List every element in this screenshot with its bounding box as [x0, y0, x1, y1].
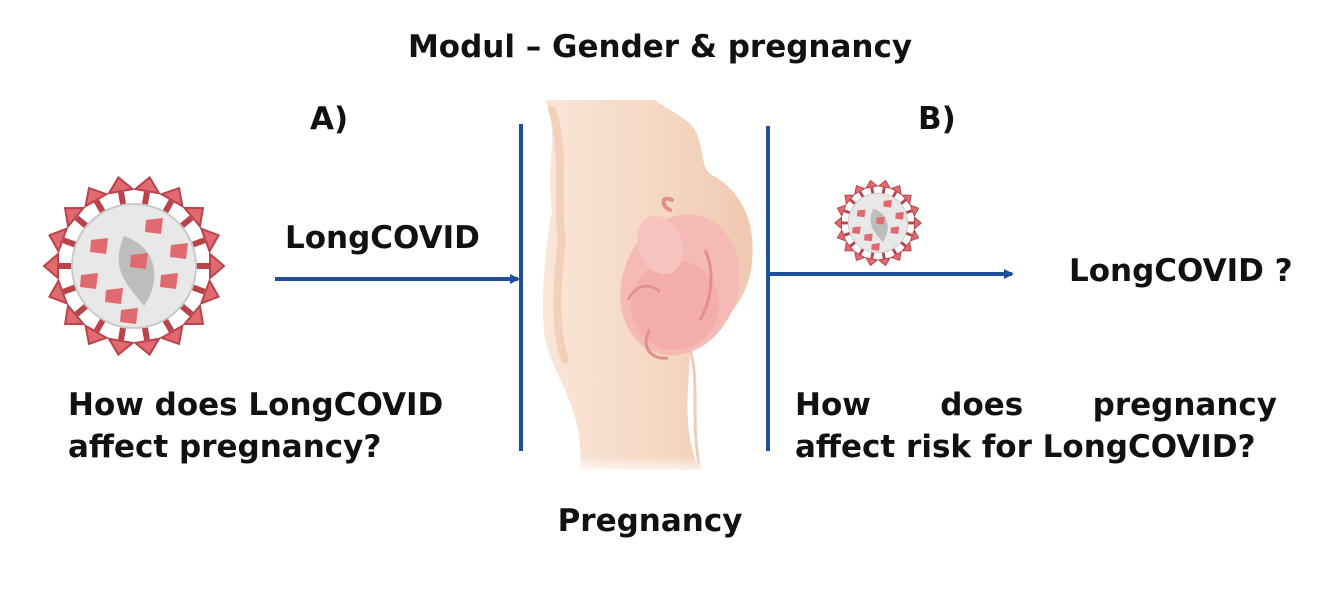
question-b: How does pregnancy affect risk for LongC…: [795, 384, 1277, 468]
virus-icon: [834, 179, 922, 267]
panel-a-label: A): [310, 101, 349, 137]
panel-b-label: B): [918, 101, 956, 137]
virus-icon: [42, 175, 226, 357]
fetus-icon: [620, 196, 740, 360]
question-a-line2: affect pregnancy?: [68, 429, 382, 465]
question-a-line1: How does LongCOVID: [68, 387, 444, 423]
pregnancy-label: Pregnancy: [557, 503, 743, 539]
question-a: How does LongCOVID affect pregnancy?: [68, 384, 443, 468]
arrow-a-label: LongCOVID: [285, 220, 480, 256]
question-b-word: How: [795, 387, 871, 423]
question-b-line1: How does pregnancy: [795, 384, 1277, 426]
question-b-word: pregnancy: [1092, 387, 1277, 423]
arrow-b-label: LongCOVID ?: [1069, 253, 1293, 289]
diagram-title: Modul – Gender & pregnancy: [407, 29, 913, 65]
question-b-line2: affect risk for LongCOVID?: [795, 429, 1256, 465]
question-b-word: does: [940, 387, 1024, 423]
